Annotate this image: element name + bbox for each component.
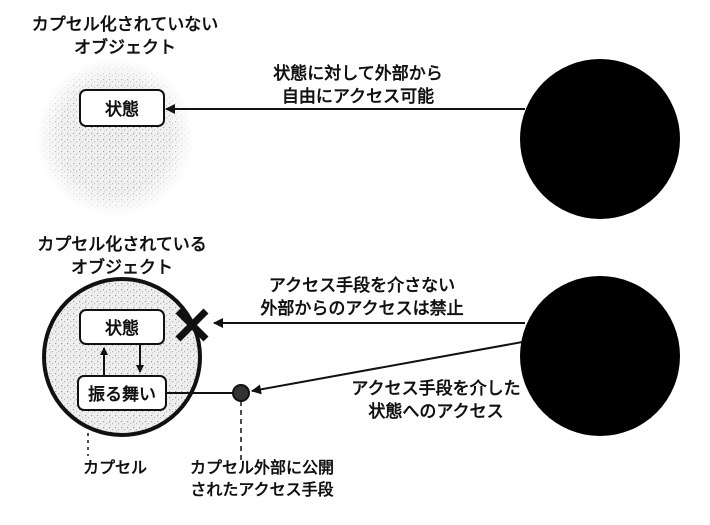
top-title-line-1: カプセル化されていない [32,14,219,35]
top-arrow-caption: 状態に対して外部から 自由にアクセス可能 [273,63,443,107]
allowed-caption-line-1: アクセス手段を介した [351,378,520,399]
blocked-mark [175,308,209,342]
access-point [232,384,250,402]
behavior-label: 振る舞い [88,384,156,405]
allowed-access-arrow [251,340,529,395]
bottom-object-title: カプセル化されている オブジェクト [37,234,207,278]
blocked-caption-line-2: 外部からのアクセスは禁止 [260,298,463,319]
bottom-title-line-1: カプセル化されている [37,234,207,255]
top-caption-line-2: 自由にアクセス可能 [282,86,434,107]
top-external-object [520,59,680,219]
access-point-label-line-1: カプセル外部に公開 [190,458,334,477]
allowed-caption: アクセス手段を介した 状態へのアクセス [351,378,520,422]
access-point-label-line-2: されたアクセス手段 [190,480,334,499]
top-title-line-2: オブジェクト [74,37,176,58]
blocked-caption-line-1: アクセス手段を介さない [269,275,455,296]
capsule-label: カプセル [83,458,147,477]
bottom-external-object [520,276,680,436]
capsule [42,277,202,437]
top-object-halo [36,58,194,216]
bottom-state-box: 状態 [79,309,165,345]
access-point-label: カプセル外部に公開 されたアクセス手段 [190,458,335,499]
top-object-title: カプセル化されていない オブジェクト [32,14,219,58]
top-caption-line-1: 状態に対して外部から [273,63,443,84]
behavior-box: 振る舞い [77,375,167,411]
allowed-caption-line-2: 状態へのアクセス [368,401,503,422]
bottom-title-line-2: オブジェクト [71,257,173,278]
top-state-label: 状態 [105,99,139,120]
blocked-caption: アクセス手段を介さない 外部からのアクセスは禁止 [260,275,463,319]
top-state-box: 状態 [79,89,165,127]
bottom-state-label: 状態 [105,318,139,339]
